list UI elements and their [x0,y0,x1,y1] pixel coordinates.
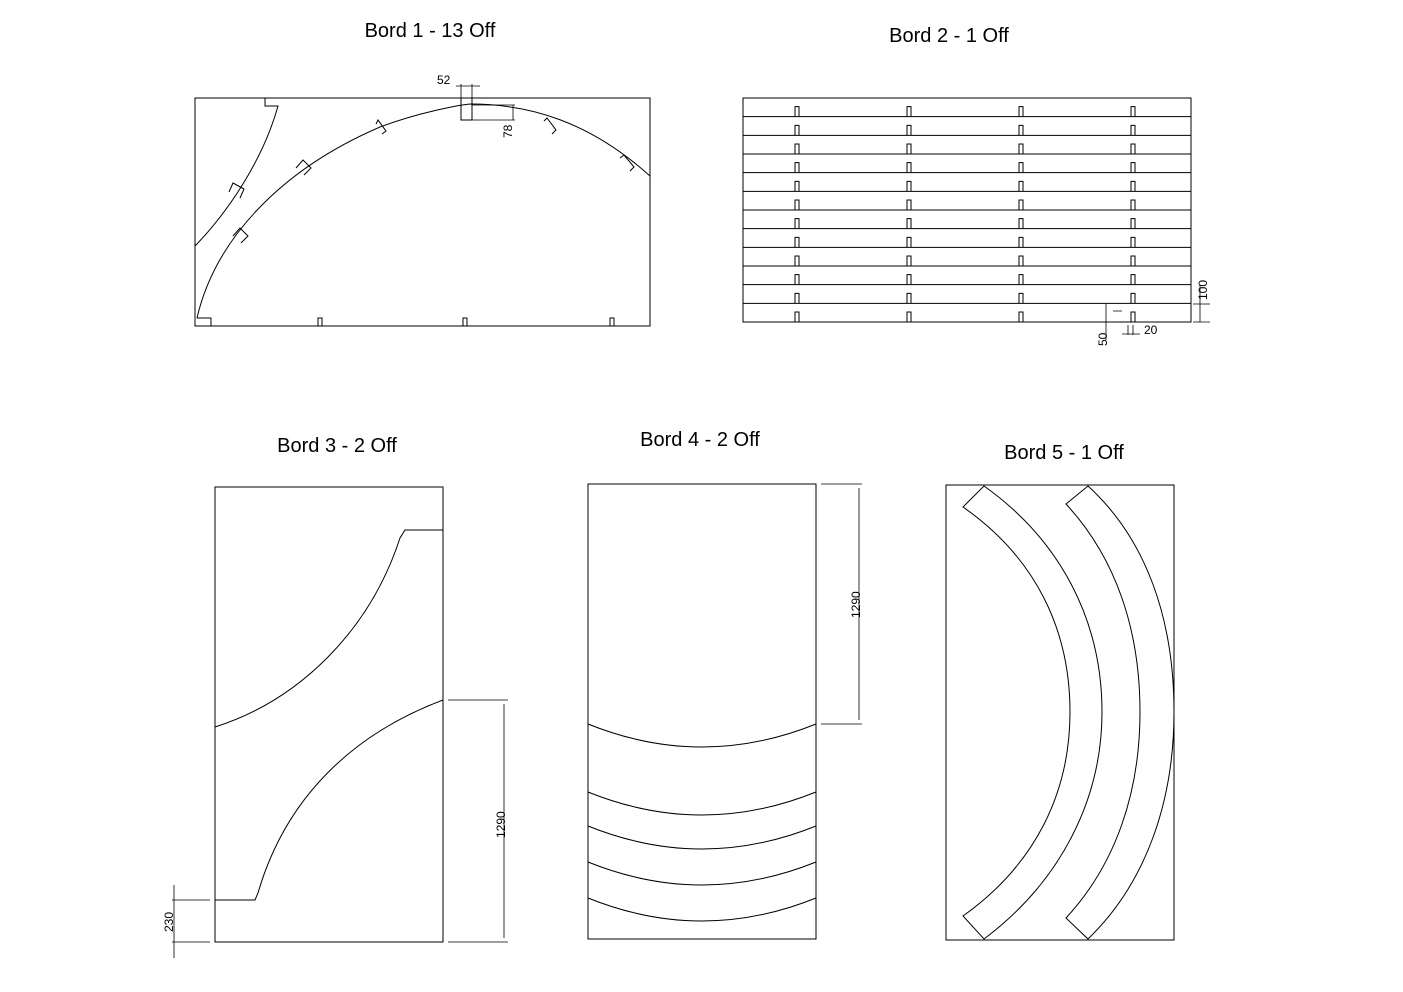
bord-2-slot [906,106,912,117]
bord-4-cut-curves [587,723,817,922]
bord-2-slot [1018,124,1024,136]
bord-2-slot [906,255,912,266]
bord-2-slot [794,180,800,192]
bord-4-dimension-lines [821,483,862,725]
bord-2-slot [794,255,800,266]
bord-3-panel: Bord 3 - 2 Off 1290 230 [162,435,508,958]
bord-3-dimension-lines [172,699,508,958]
bord-2-slot [1130,162,1136,173]
bord-1-bottom-slots [197,317,615,326]
bord-3-sheet-outline [214,486,444,943]
bord-2-slot [1018,274,1024,285]
bord-2-slot [1018,311,1024,322]
bord-2-slot [794,106,800,117]
bord-2-slot [906,236,912,248]
bord-2-slot [906,292,912,304]
bord-2-slot [906,199,912,210]
bord-5-title: Bord 5 - 1 Off [1004,442,1124,464]
bord-2-slot [794,199,800,210]
bord-1-slot-width-label: 52 [437,73,451,87]
bord-4-panel: Bord 4 - 2 Off 1290 [587,429,863,940]
bord-3-upper-curve [214,529,443,728]
bord-2-slot [906,218,912,229]
bord-2-slot [1018,236,1024,248]
bord-2-slot [794,124,800,136]
bord-2-slot [1018,292,1024,304]
bord-2-slot [1130,311,1136,322]
bord-4-title: Bord 4 - 2 Off [640,429,760,451]
bord-2-slot [1130,274,1136,285]
bord-2-slot [1130,255,1136,266]
bord-1-panel: Bord 1 - 13 Off 52 78 [194,20,651,327]
bord-2-slot [1130,143,1136,154]
bord-2-strip-height-label: 100 [1196,280,1210,300]
bord-2-slot [1018,218,1024,229]
bord-2-slot [1130,218,1136,229]
bord-1-main-arc [196,103,651,319]
bord-2-slot [794,162,800,173]
bord-2-slot [906,274,912,285]
bord-5-panel: Bord 5 - 1 Off [945,442,1175,941]
bord-2-slot [1018,180,1024,192]
bord-2-slot [906,311,912,322]
bord-2-slot-width-label: 20 [1144,323,1158,337]
bord-2-slot [1130,124,1136,136]
bord-2-slot [906,143,912,154]
bord-2-panel: Bord 2 - 1 Off 100 50 20 [742,25,1210,346]
bord-1-small-arc [194,98,279,247]
bord-2-slot [906,180,912,192]
bord-2-dimension-lines [1105,285,1210,340]
bord-4-sheet-outline [587,483,817,940]
bord-3-offset-label: 230 [162,912,176,932]
bord-2-slot [906,162,912,173]
bord-3-title: Bord 3 - 2 Off [277,435,397,457]
bord-2-slot [794,274,800,285]
bord-3-lower-curve [215,699,444,901]
bord-1-sheet-outline [194,97,651,327]
bord-2-slot [1130,106,1136,117]
bord-2-slot [794,236,800,248]
bord-2-slot [1130,292,1136,304]
bord-2-strips [743,106,1191,322]
bord-2-slot [794,218,800,229]
bord-2-slot [794,292,800,304]
bord-2-title: Bord 2 - 1 Off [889,25,1009,47]
bord-1-slot-depth-label: 78 [501,124,515,138]
bord-5-right-arc-piece [1065,485,1175,940]
bord-1-title: Bord 1 - 13 Off [365,20,496,42]
bord-2-slot [1130,199,1136,210]
bord-4-length-label: 1290 [849,591,863,618]
bord-5-left-arc-piece [962,485,1103,940]
bord-2-slot-depth-label: 50 [1096,332,1110,346]
bord-2-slot [1018,255,1024,266]
bord-2-slot [906,124,912,136]
bord-2-slot [1018,199,1024,210]
bord-2-slot [1018,162,1024,173]
bord-2-slot [794,143,800,154]
bord-3-length-label: 1290 [494,811,508,838]
bord-2-slot [1018,143,1024,154]
bord-2-slot [1018,106,1024,117]
bord-2-slot [1130,236,1136,248]
bord-1-dimension-lines [456,84,515,121]
bord-1-arc-slots [232,117,635,244]
bord-2-slot [1130,180,1136,192]
bord-1-top-slot [460,98,473,121]
bord-2-slot [794,311,800,322]
